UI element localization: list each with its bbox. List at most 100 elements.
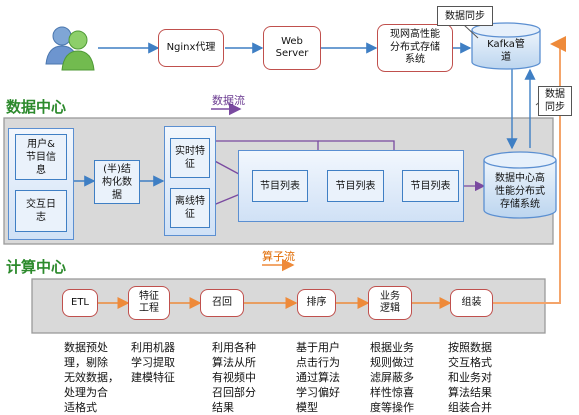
dc-storage-label-2: 性能分布式	[495, 186, 545, 197]
dc-storage-label-1: 数据中心高	[495, 173, 545, 184]
desc-assemble: 按照数据 交互格式 和业务对 算法结果 组装合并	[448, 340, 510, 415]
user-info-label-1: 用户&	[27, 138, 55, 150]
semi-struct-label-3: 据	[112, 189, 122, 201]
desc-line: 算法结果	[448, 386, 492, 399]
desc-line: 利用机器	[131, 341, 175, 354]
web-server-label-1: Web	[281, 35, 303, 47]
rank-node: 排序	[297, 289, 336, 317]
desc-line: 规则做过	[370, 356, 414, 369]
feature-eng-label-2: 工程	[139, 303, 159, 314]
user-program-info-node: 用户& 节目信 息	[15, 134, 67, 180]
desc-line: 交互格式	[448, 356, 492, 369]
compute-flow-label: 算子流	[262, 250, 295, 263]
interaction-log-label-2: 志	[36, 212, 46, 223]
offline-feature-label-1: 离线特	[175, 196, 205, 207]
live-storage-label-3: 系统	[405, 54, 425, 66]
program-list-3-node: 节目列表	[402, 170, 459, 202]
desc-line: 算法从所	[212, 356, 256, 369]
nginx-proxy-node: Nginx代理	[158, 29, 224, 67]
desc-line: 度等操作	[370, 401, 414, 414]
desc-line: 理，剔除	[64, 356, 108, 369]
desc-line: 按照数据	[448, 341, 492, 354]
offline-feature-label-2: 征	[185, 209, 195, 220]
desc-line: 滤屏蔽多	[370, 371, 414, 384]
kafka-label: Kafka管 道	[476, 38, 536, 64]
feature-eng-label-1: 特征	[139, 290, 159, 302]
realtime-feature-node: 实时特 征	[170, 138, 210, 178]
user-info-label-3: 息	[36, 164, 46, 176]
program-list-2-label: 节目列表	[335, 180, 376, 192]
desc-line: 模型	[296, 401, 318, 414]
desc-line: 样性惊喜	[370, 386, 414, 399]
web-server-label-2: Server	[275, 48, 309, 59]
data-sync-right-label-2: 同步	[545, 102, 565, 113]
offline-feature-node: 离线特 征	[170, 188, 210, 228]
desc-rank: 基于用户 点击行为 通过算法 学习偏好 模型	[296, 340, 358, 415]
desc-line: 处理为合	[64, 386, 108, 399]
live-storage-label-1: 现网高性能	[390, 29, 440, 41]
desc-line: 和业务对	[448, 371, 492, 384]
live-storage-node: 现网高性能 分布式存储 系统	[377, 24, 453, 72]
desc-line: 有视频中	[212, 371, 256, 384]
data-sync-top-label: 数据同步	[445, 10, 485, 22]
desc-recall: 利用各种 算法从所 有视频中 召回部分 结果	[212, 340, 274, 415]
dc-storage-cylinder	[483, 151, 557, 219]
dc-storage-label-3: 存储系统	[500, 199, 540, 210]
realtime-feature-label-1: 实时特	[175, 146, 205, 157]
user-info-label-2: 节目信	[26, 151, 56, 163]
data-center-title: 数据中心	[6, 98, 67, 116]
nginx-proxy-label: Nginx代理	[166, 41, 216, 53]
interaction-log-label-1: 交互日	[26, 199, 56, 210]
interaction-log-node: 交互日 志	[15, 190, 67, 232]
desc-line: 通过算法	[296, 371, 340, 384]
dc-storage-label: 数据中心高 性能分布式 存储系统	[486, 172, 554, 211]
kafka-label-2: 道	[501, 52, 511, 63]
desc-line: 点击行为	[296, 356, 340, 369]
desc-line: 学习偏好	[296, 386, 340, 399]
desc-line: 召回部分	[212, 386, 256, 399]
etl-label: ETL	[71, 296, 89, 308]
arrow-assemble-kafka	[493, 36, 566, 304]
program-list-2-node: 节目列表	[327, 170, 384, 202]
data-sync-right-label-1: 数据	[545, 89, 565, 100]
desc-line: 结果	[212, 401, 234, 414]
recall-label: 召回	[212, 296, 232, 308]
kafka-label-1: Kafka管	[487, 39, 525, 50]
kafka-cylinder	[471, 22, 541, 70]
desc-line: 组装合并	[448, 401, 492, 414]
desc-line: 无效数据，	[64, 371, 119, 384]
desc-line: 适格式	[64, 401, 97, 414]
desc-line: 基于用户	[296, 341, 340, 354]
data-flow-label: 数据流	[212, 94, 245, 107]
semi-struct-label-1: (半)结	[103, 163, 131, 175]
semi-structured-node: (半)结 构化数 据	[94, 160, 140, 204]
biz-logic-label-2: 逻辑	[380, 303, 400, 314]
desc-line: 学习提取	[131, 356, 175, 369]
assemble-label: 组装	[461, 296, 482, 308]
program-list-1-label: 节目列表	[260, 180, 300, 192]
realtime-feature-label-2: 征	[185, 159, 195, 170]
etl-node: ETL	[62, 289, 98, 317]
business-logic-node: 业务 逻辑	[368, 286, 412, 320]
desc-line: 根据业务	[370, 341, 414, 354]
compute-center-title: 计算中心	[6, 258, 67, 276]
rank-label: 排序	[306, 296, 327, 308]
web-server-node: Web Server	[263, 26, 321, 70]
desc-line: 数据预处	[64, 341, 108, 354]
biz-logic-label-1: 业务	[380, 290, 400, 302]
program-list-3-label: 节目列表	[410, 180, 451, 192]
desc-business: 根据业务 规则做过 滤屏蔽多 样性惊喜 度等操作	[370, 340, 432, 415]
feature-engineering-node: 特征 工程	[128, 286, 170, 320]
desc-etl: 数据预处 理，剔除 无效数据， 处理为合 适格式	[64, 340, 126, 415]
program-list-1-node: 节目列表	[252, 170, 308, 202]
assemble-node: 组装	[450, 289, 493, 317]
data-sync-callout-right: 数据 同步	[538, 86, 572, 116]
recall-node: 召回	[200, 289, 244, 317]
desc-line: 利用各种	[212, 341, 256, 354]
desc-feature: 利用机器 学习提取 建模特征	[131, 340, 193, 385]
data-sync-callout-top: 数据同步	[437, 6, 493, 26]
live-storage-label-2: 分布式存储	[390, 41, 440, 53]
semi-struct-label-2: 构化数	[102, 176, 132, 188]
users-icon	[40, 22, 98, 72]
desc-line: 建模特征	[131, 371, 175, 384]
